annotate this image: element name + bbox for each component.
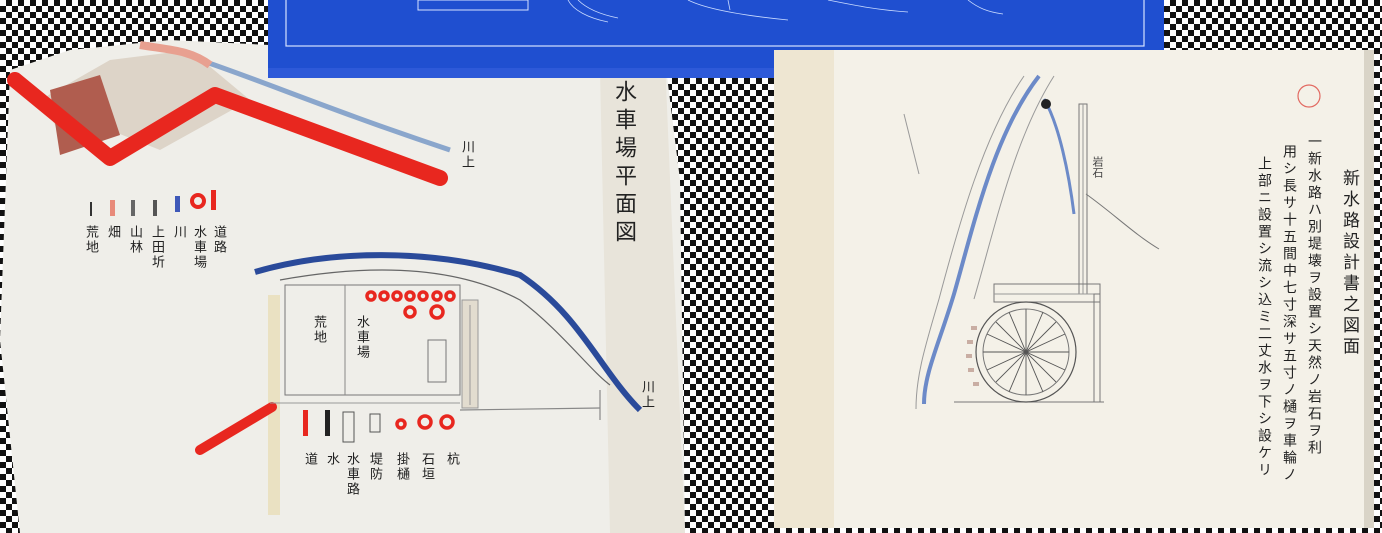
right-design-sheet: 岩石 新水路設計書之図面 一新水路ハ別堤壊ヲ設置シ天然ノ岩石ヲ利 用シ長サ十五間… (774, 44, 1374, 528)
plot-label-watermill: 水車場 (354, 315, 369, 360)
legend-river: 川 (171, 225, 186, 240)
lower-label-flume: 掛樋 (394, 452, 409, 482)
lower-label-pile: 杭 (444, 452, 459, 467)
lower-label-embankment: 堤防 (367, 452, 382, 482)
lower-label-water: 水 (324, 452, 339, 467)
right-body-line-2: 用シ長サ十五間中七寸深サ五寸ノ樋ヲ車輪ノ (1281, 144, 1297, 484)
left-sheet-drawing (0, 40, 685, 533)
lower-label-mill-channel: 水車路 (344, 452, 359, 497)
legend-field: 畑 (105, 225, 120, 240)
right-body-line-1: 一新水路ハ別堤壊ヲ設置シ天然ノ岩石ヲ利 (1306, 134, 1322, 457)
river-label-top: 川上 (459, 140, 474, 170)
river-label-right: 川上 (639, 380, 654, 410)
legend-upper-field: 上田圻 (149, 225, 164, 270)
plot-label-wasteland: 荒地 (311, 315, 326, 345)
lower-label-road: 道 (302, 452, 317, 467)
legend-watermill: 水車場 (191, 225, 206, 270)
rock-label: 岩石 (1091, 156, 1104, 178)
legend-forest: 山林 (127, 225, 142, 255)
right-sheet-drawing (774, 50, 1374, 528)
right-sheet-title: 新水路設計書之図面 (1339, 169, 1359, 358)
right-body-line-3: 上部ニ設置シ流シ込ミ二丈水ヲ下シ設ケリ (1256, 156, 1272, 479)
left-map-title: 水車場平面図 (611, 80, 636, 248)
legend-road: 道路 (211, 225, 226, 255)
lower-label-stone-wall: 石垣 (419, 452, 434, 482)
left-map-sheet: 水車場平面図 川上 川上 道路 水車場 川 上田圻 山林 畑 荒地 荒地 水車場… (0, 40, 690, 533)
legend-wasteland: 荒地 (83, 225, 98, 255)
